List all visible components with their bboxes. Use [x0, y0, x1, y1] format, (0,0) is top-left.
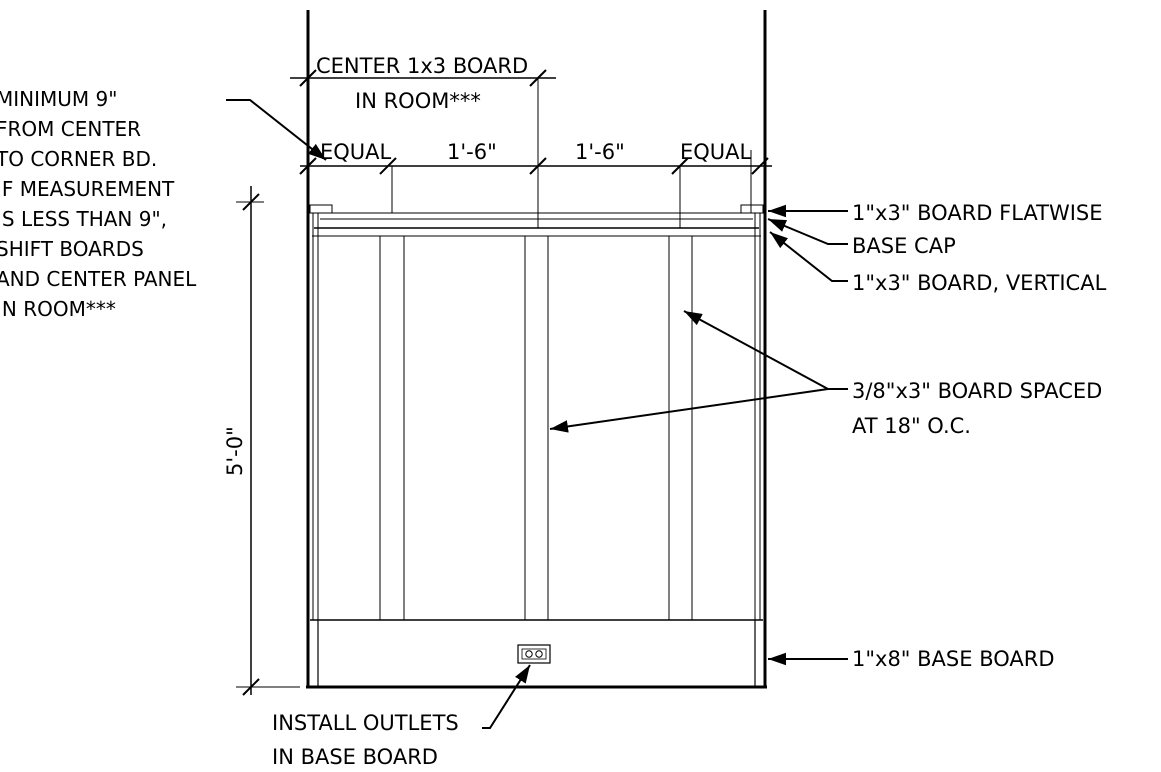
center-board-note: CENTER 1x3 BOARD IN ROOM***	[290, 54, 556, 228]
top-dimension-string: EQUAL 1'-6" 1'-6" EQUAL	[299, 140, 772, 228]
dim-equal-right: EQUAL	[680, 140, 752, 164]
left-note-line6: SHIFT BOARDS	[0, 237, 144, 261]
center-board-note-line2: IN ROOM***	[355, 89, 481, 113]
dim-1-6-right: 1'-6"	[575, 140, 625, 164]
wall-outline	[306, 10, 767, 689]
left-note-line5: IS LESS THAN 9",	[0, 207, 167, 231]
left-note-line8: IN ROOM***	[0, 297, 116, 321]
minimum-spacing-note: MINIMUM 9" FROM CENTER TO CORNER BD. IF …	[0, 87, 327, 321]
left-note-line2: FROM CENTER	[0, 117, 141, 141]
left-note-line7: AND CENTER PANEL	[0, 267, 197, 291]
flatwise-board-label: 1"x3" BOARD FLATWISE	[852, 201, 1103, 225]
outlet-note-line1: INSTALL OUTLETS	[272, 711, 459, 735]
base-board	[310, 619, 763, 687]
flatwise-cap-board	[309, 204, 764, 237]
outlet-note-line2: IN BASE BOARD	[272, 745, 438, 769]
corner-vertical-boards	[312, 213, 761, 620]
right-callouts: 1"x3" BOARD FLATWISE BASE CAP 1"x3" BOAR…	[549, 201, 1107, 671]
left-note-line1: MINIMUM 9"	[0, 87, 117, 111]
center-board-note-line1: CENTER 1x3 BOARD	[316, 54, 528, 78]
outlet-note: INSTALL OUTLETS IN BASE BOARD	[272, 664, 531, 769]
left-note-line4: IF MEASUREMENT	[0, 177, 175, 201]
spaced-board-label-line1: 3/8"x3" BOARD SPACED	[852, 379, 1102, 403]
spaced-board-label-line2: AT 18" O.C.	[852, 414, 971, 438]
spaced-battens	[379, 236, 693, 620]
base-cap-label: BASE CAP	[852, 234, 956, 258]
height-dimension: 5'-0"	[223, 186, 300, 696]
vertical-board-label: 1"x3" BOARD, VERTICAL	[852, 271, 1107, 295]
outlet-icon	[517, 644, 551, 664]
dim-1-6-left: 1'-6"	[447, 140, 497, 164]
dim-equal-left: EQUAL	[320, 140, 392, 164]
height-dim-label: 5'-0"	[223, 426, 247, 476]
base-board-label: 1"x8" BASE BOARD	[852, 647, 1055, 671]
left-note-line3: TO CORNER BD.	[0, 147, 157, 171]
